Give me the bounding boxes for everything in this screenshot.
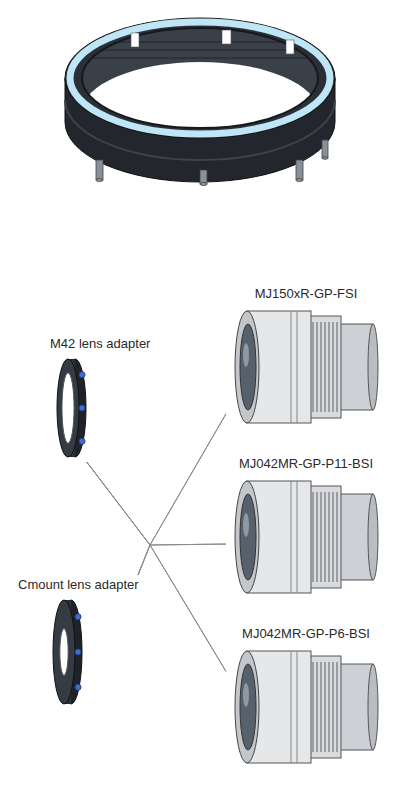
ring-notch bbox=[222, 30, 231, 44]
lens-adapter: Cmount lens adapter bbox=[18, 577, 143, 707]
part-label: MJ150xR-GP-FSI bbox=[228, 286, 384, 302]
adapter-illustration bbox=[46, 597, 90, 707]
ring-notch bbox=[131, 33, 139, 47]
adapter-screw bbox=[79, 405, 85, 411]
ring-screws bbox=[96, 140, 328, 186]
connector-line bbox=[138, 545, 226, 671]
ring-inner-edge bbox=[82, 28, 318, 128]
camera-model: MJ042MR-GP-P6-BSI bbox=[228, 626, 384, 768]
camera-illustration bbox=[231, 476, 381, 598]
adapter-illustration bbox=[50, 356, 94, 460]
adapter-screw bbox=[75, 684, 81, 690]
lens-adapter: M42 lens adapter bbox=[50, 336, 155, 460]
camera-illustration bbox=[231, 646, 381, 768]
connector-line bbox=[87, 462, 226, 671]
camera-model: MJ150xR-GP-FSI bbox=[228, 286, 384, 428]
connector-line bbox=[87, 414, 226, 545]
ring-opening bbox=[82, 62, 318, 162]
adapter-hole bbox=[62, 373, 74, 444]
adapter-screw bbox=[79, 438, 85, 444]
part-label: MJ042MR-GP-P11-BSI bbox=[228, 456, 384, 472]
camera-body bbox=[235, 481, 378, 593]
connector-line bbox=[87, 462, 226, 545]
camera-body bbox=[235, 651, 378, 763]
adapter-screw bbox=[75, 649, 81, 655]
adapter-face bbox=[57, 359, 79, 457]
camera-illustration bbox=[231, 306, 381, 428]
part-label: Cmount lens adapter bbox=[18, 577, 143, 593]
large-adapter-ring bbox=[65, 18, 335, 186]
part-label: MJ042MR-GP-P6-BSI bbox=[228, 626, 384, 642]
adapter-face bbox=[53, 600, 75, 704]
adapter-hole bbox=[60, 629, 68, 676]
camera-body bbox=[235, 311, 378, 423]
adapter-screw bbox=[79, 372, 85, 378]
connector-line bbox=[138, 414, 226, 575]
camera-model: MJ042MR-GP-P11-BSI bbox=[228, 456, 384, 598]
connector-line bbox=[138, 544, 226, 575]
ring-thread bbox=[85, 42, 315, 58]
part-label: M42 lens adapter bbox=[50, 336, 155, 352]
ring-notch bbox=[286, 40, 294, 54]
adapter-screw bbox=[75, 614, 81, 620]
